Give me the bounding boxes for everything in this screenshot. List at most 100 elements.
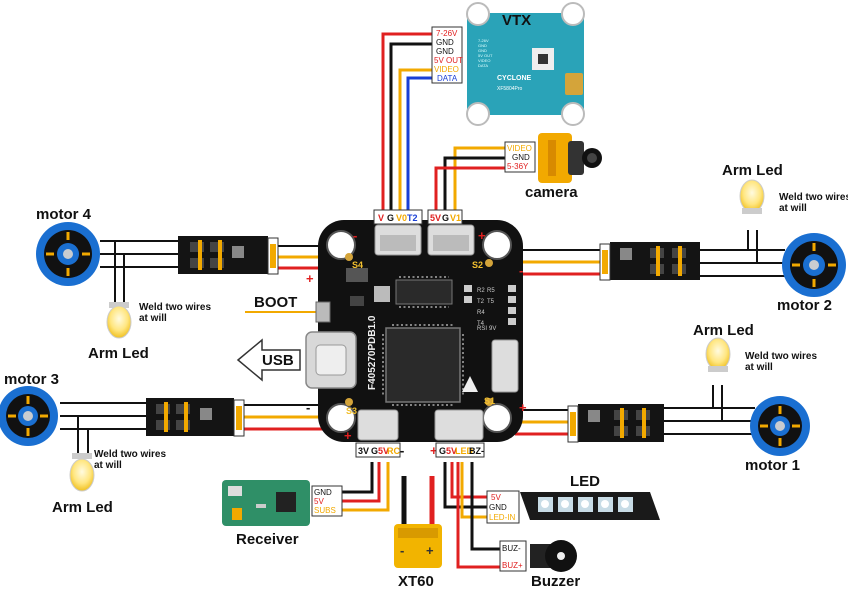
esc-motor1 (567, 404, 664, 443)
svg-text:R5: R5 (487, 288, 495, 294)
svg-text:GND: GND (436, 47, 454, 56)
receiver-graphic (222, 480, 310, 526)
fc-silk: F405270PDB1.0 S1 S2 S3 S4 R2 R5 T2 T5 R4… (346, 260, 496, 416)
svg-text:+: + (430, 443, 438, 458)
svg-text:+: + (478, 228, 486, 243)
buzzer-label: Buzzer (531, 573, 581, 590)
svg-text:5V: 5V (378, 446, 389, 456)
buzzer-graphic (530, 540, 577, 572)
vtx-conn-g: G (387, 213, 394, 223)
arm-led-3-label: Arm Led (52, 499, 113, 516)
wire-vtx-data (406, 76, 432, 212)
camera-pin-box: VIDEO GND 5-36Y (504, 141, 536, 173)
svg-text:5V: 5V (430, 213, 441, 223)
arm-led-1-graphic (705, 337, 731, 372)
vtx-brand: CYCLONE (497, 75, 532, 82)
wires (60, 32, 785, 569)
arm-led-2-label: Arm Led (722, 162, 783, 179)
fc-name: F405270PDB1.0 (367, 315, 378, 390)
svg-text:-: - (306, 400, 310, 415)
svg-text:3V: 3V (358, 446, 369, 456)
svg-text:+: + (426, 543, 434, 558)
pad-s1-label: S1 (484, 396, 495, 406)
receiver-label: Receiver (236, 531, 299, 548)
svg-text:-: - (489, 428, 493, 443)
led-strip (520, 492, 660, 520)
vtx-conn-v0: V0 (396, 213, 407, 223)
svg-text:BUZ+: BUZ+ (502, 561, 523, 570)
svg-text:5V OUT: 5V OUT (478, 53, 493, 58)
svg-text:9V: 9V (489, 326, 496, 332)
svg-text:GND: GND (478, 48, 487, 53)
vtx-conn-t2: T2 (407, 213, 418, 223)
svg-text:DATA: DATA (437, 74, 458, 83)
motor2-label: motor 2 (777, 297, 833, 314)
svg-text:-: - (400, 443, 404, 458)
vtx-pin-box: 7-26V GND GND 5V OUT VIDEO DATA (431, 26, 463, 84)
svg-text:5V: 5V (314, 497, 324, 506)
xt60-label: XT60 (398, 573, 434, 590)
vtx-module: CYCLONE XF5804Pro 7-26V GND GND 5V OUT V… (466, 2, 585, 126)
boot-label: BOOT (254, 294, 298, 311)
wire-vtx-gnd (389, 42, 432, 212)
svg-text:7-26V: 7-26V (436, 29, 458, 38)
svg-text:BUZ-: BUZ- (502, 544, 521, 553)
wire-vtx-video (398, 68, 432, 212)
pad-s4-label: S4 (352, 260, 363, 270)
conn-tags: V G V0 T2 5V G V1 3V G 5V RC G 5V LED BZ… (355, 209, 485, 458)
led-label: LED (570, 473, 600, 490)
camera-label: camera (525, 184, 578, 201)
svg-text:R4: R4 (477, 310, 485, 316)
svg-text:+: + (306, 271, 314, 286)
led-pin-box: 5V GND LED-IN (486, 490, 520, 524)
motor1-label: motor 1 (745, 457, 801, 474)
camera (538, 133, 602, 183)
arm-led-4-graphic (106, 302, 132, 339)
svg-text:V1: V1 (450, 213, 461, 223)
svg-text:LED: LED (455, 446, 474, 456)
arm-led-2-graphic (739, 179, 765, 214)
svg-text:5V: 5V (446, 446, 457, 456)
wire-vtx-power (381, 32, 432, 212)
svg-text:RC: RC (387, 446, 400, 456)
svg-text:T2: T2 (477, 299, 485, 305)
motor3-label: motor 3 (4, 371, 60, 388)
arm-led-1-label: Arm Led (693, 322, 754, 339)
svg-text:VIDEO: VIDEO (434, 65, 459, 74)
receiver-pin-box: GND 5V SUBS (311, 485, 343, 517)
svg-text:-: - (400, 543, 404, 558)
svg-text:G: G (442, 213, 449, 223)
svg-text:VIDEO: VIDEO (478, 58, 490, 63)
svg-text:LED-IN: LED-IN (489, 513, 515, 522)
motor4-label: motor 4 (36, 206, 92, 223)
usb-label: USB (262, 352, 294, 369)
svg-text:+: + (344, 428, 352, 443)
svg-text:R2: R2 (477, 288, 485, 294)
svg-text:DATA: DATA (478, 63, 488, 68)
svg-text:7-26V: 7-26V (478, 38, 489, 43)
svg-text:T4: T4 (477, 321, 485, 327)
svg-text:+: + (519, 400, 527, 415)
svg-text:GND: GND (512, 153, 530, 162)
svg-text:T5: T5 (487, 299, 495, 305)
wire-cam-gnd (443, 156, 505, 212)
vtx-label: VTX (502, 12, 532, 29)
arm-led-4-label: Arm Led (88, 345, 149, 362)
svg-text:5V: 5V (491, 493, 501, 502)
pad-s2-label: S2 (472, 260, 483, 270)
esc-motor4 (178, 236, 279, 275)
svg-text:-: - (519, 263, 523, 278)
wire-cam-power (434, 166, 505, 212)
usb-arrow (236, 338, 301, 382)
wire-cam-video (453, 146, 505, 212)
svg-text:BZ-: BZ- (469, 446, 484, 456)
svg-text:5V OUT: 5V OUT (434, 56, 463, 65)
motor4-graphic (36, 222, 100, 286)
svg-text:-: - (353, 228, 357, 243)
svg-text:5-36Y: 5-36Y (507, 162, 529, 171)
